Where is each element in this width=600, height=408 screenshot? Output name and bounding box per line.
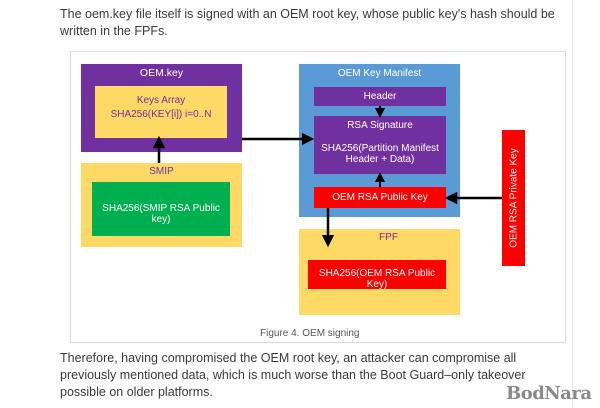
keys-array-title: Keys Array xyxy=(136,95,186,106)
oem-rsa-private-key-box: OEM RSA Private Key xyxy=(502,130,525,266)
after-paragraph: Therefore, having compromised the OEM ro… xyxy=(60,351,526,399)
figure-caption: Figure 4. OEM signing xyxy=(260,328,360,339)
keys-array-box: Keys Array SHA256(KEY[i]) i=0..N xyxy=(95,86,227,138)
fpf-title: FPF xyxy=(379,232,398,243)
fpf-hash-label: SHA256(OEM RSA Public Key) xyxy=(318,268,436,290)
fpf-hash-box: SHA256(OEM RSA Public Key) xyxy=(308,260,446,290)
sidebar-divider xyxy=(572,0,573,408)
smip-hash-label: SHA256(SMIP RSA Public key) xyxy=(102,203,220,225)
oem-rsa-public-key-label: OEM RSA Public Key xyxy=(332,192,428,203)
rsa-signature-label: RSA Signature xyxy=(347,120,413,131)
oem-key-title: OEM.key xyxy=(139,67,184,79)
rsa-signature-box: RSA Signature SHA256(Partition Manifest … xyxy=(314,116,446,174)
intro-paragraph: The oem.key file itself is signed with a… xyxy=(60,7,555,38)
manifest-header-label: Header xyxy=(363,91,397,102)
smip-title: SMIP xyxy=(149,166,174,177)
oem-rsa-public-key-box: OEM RSA Public Key xyxy=(314,187,446,208)
bodnara-watermark-logo: BodNara xyxy=(506,383,592,404)
smip-hash-box: SHA256(SMIP RSA Public key) xyxy=(92,182,230,236)
rsa-signature-sha-line2: Header + Data) xyxy=(345,154,415,165)
manifest-header-box: Header xyxy=(314,87,446,106)
manifest-title: OEM Key Manifest xyxy=(337,68,422,79)
keys-array-formula: SHA256(KEY[i]) i=0..N xyxy=(110,109,212,120)
rsa-signature-sha-line1: SHA256(Partition Manifest xyxy=(321,143,439,154)
